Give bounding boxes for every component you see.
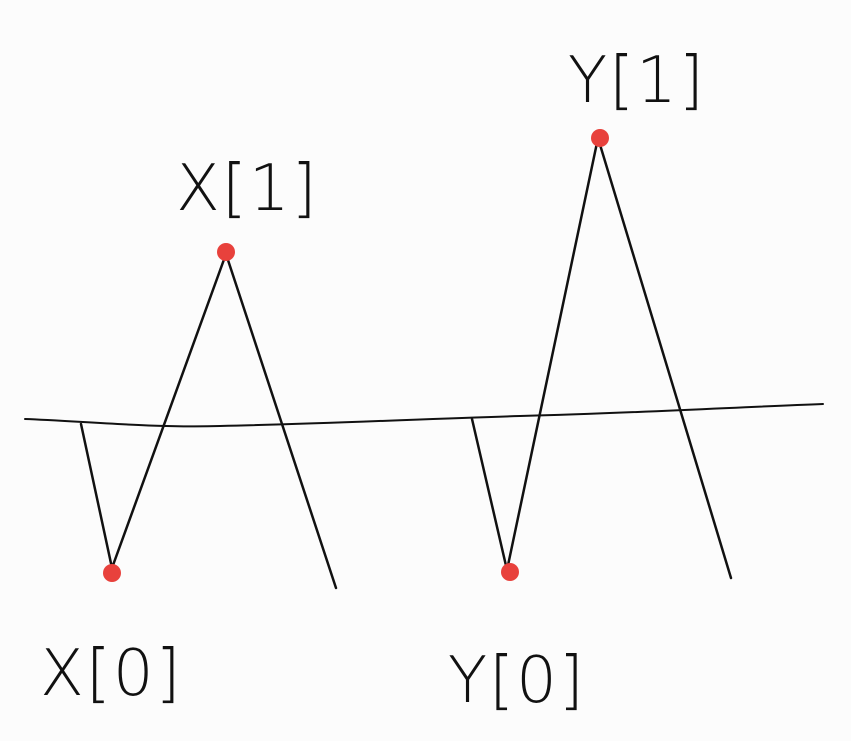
label-x1: X[1] bbox=[176, 152, 319, 226]
baseline-line bbox=[24, 403, 824, 428]
label-x0: X[0] bbox=[40, 637, 183, 711]
label-y0: Y[0] bbox=[448, 644, 586, 718]
x0-point bbox=[103, 564, 121, 582]
x1-point bbox=[217, 243, 235, 261]
label-y1: Y[1] bbox=[568, 44, 706, 118]
y1-point bbox=[591, 129, 609, 147]
x-waveform-line bbox=[79, 252, 338, 590]
y-waveform-line bbox=[470, 136, 733, 580]
y0-point bbox=[501, 563, 519, 581]
